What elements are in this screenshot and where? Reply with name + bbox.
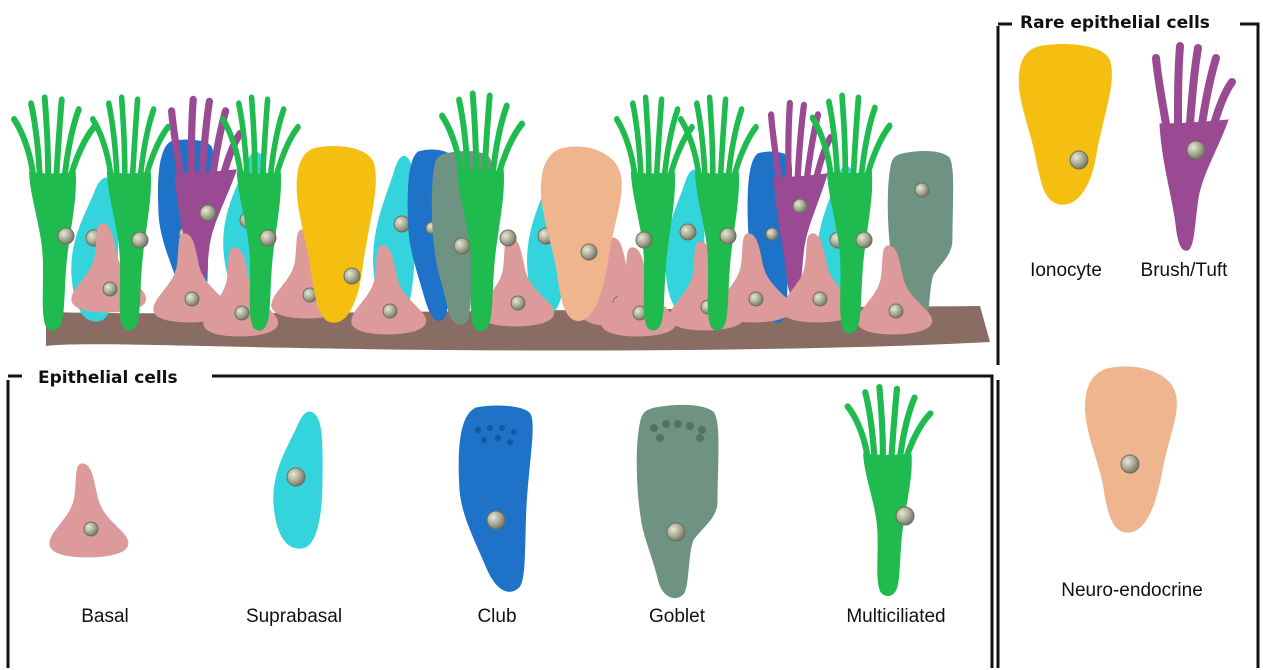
legend-goblet: Goblet (637, 405, 718, 627)
basal-cell-illustration (50, 464, 128, 557)
legend-club: Club (459, 406, 532, 627)
epithelium-goblet-cell-nucleus (915, 183, 929, 197)
epithelium-basal-cell-nucleus (749, 292, 763, 306)
goblet-granule (662, 420, 670, 428)
epithelium-basal-cell-nucleus (511, 296, 525, 310)
club-granule (481, 437, 487, 443)
epithelium-multiciliated-cell-nucleus (636, 232, 652, 248)
goblet-granule (696, 434, 704, 442)
club-granule (507, 439, 513, 445)
legend-ionocyte: Ionocyte (1019, 45, 1111, 281)
legend-basal: Basal (50, 464, 129, 627)
epithelium-multiciliated-cell-nucleus (132, 232, 148, 248)
club-granule (495, 435, 501, 441)
club-granule (499, 425, 505, 431)
goblet-granule (698, 426, 706, 434)
legend-multiciliated: Multiciliated (846, 387, 945, 627)
ionocyte-label: Ionocyte (1030, 260, 1102, 281)
epithelium-basal-cell-nucleus (185, 292, 199, 306)
epithelium-illustration (14, 94, 990, 350)
club-label: Club (477, 606, 516, 627)
club-granule (475, 427, 481, 433)
goblet-cell-illustration (637, 405, 718, 597)
goblet-label: Goblet (649, 606, 706, 627)
epithelium-basal-cell-nucleus (813, 292, 827, 306)
goblet-granule (656, 434, 664, 442)
epithelium-tuft-cell-nucleus (793, 199, 807, 213)
multiciliated-cell-illustration (848, 387, 931, 596)
neuroendocrine-nucleus (1121, 455, 1139, 473)
legend-suprabasal: Suprabasal (246, 412, 342, 627)
basal-nucleus (84, 522, 98, 536)
epithelium-suprabasal-cell-nucleus (680, 224, 696, 240)
club-granule (511, 429, 517, 435)
club-granule (487, 425, 493, 431)
epithelium-multiciliated-cell-nucleus (720, 228, 736, 244)
club-nucleus (487, 511, 505, 529)
neuroendocrine-cell-illustration (1085, 367, 1176, 532)
epithelium-basal-cell-nucleus (889, 304, 903, 318)
epithelium-multiciliated-cell-nucleus (856, 232, 872, 248)
goblet-granule (686, 422, 694, 430)
epithelium-club-cell-nucleus (766, 228, 778, 240)
legend-brush-tuft: Brush/Tuft (1141, 46, 1232, 281)
neuroendocrine-label: Neuro-endocrine (1061, 580, 1203, 601)
ionocyte-nucleus (1070, 151, 1088, 169)
suprabasal-label: Suprabasal (246, 606, 342, 627)
epithelium-tuft-cell-nucleus (200, 205, 216, 221)
multiciliated-label: Multiciliated (846, 606, 945, 627)
epithelium-basal-cell-nucleus (103, 282, 117, 296)
brush-tuft-nucleus (1187, 141, 1205, 159)
basal-label: Basal (81, 606, 129, 627)
goblet-nucleus (667, 523, 685, 541)
suprabasal-nucleus (287, 468, 305, 486)
legend-neuroendocrine: Neuro-endocrine (1061, 367, 1203, 601)
epithelium-ionocyte-cell-nucleus (344, 268, 360, 284)
epithelial-panel-title: Epithelial cells (38, 368, 178, 388)
club-cell-illustration (459, 406, 532, 591)
multiciliated-nucleus (896, 507, 914, 525)
ionocyte-cell-illustration (1019, 45, 1111, 205)
rare-panel-title: Rare epithelial cells (1020, 13, 1210, 33)
goblet-granule (650, 424, 658, 432)
epithelium-multiciliated-cell-nucleus (500, 230, 516, 246)
epithelium-multiciliated-cell-nucleus (58, 228, 74, 244)
epithelium-suprabasal-cell-nucleus (394, 216, 410, 232)
goblet-granule (674, 420, 682, 428)
epithelium-goblet-cell-nucleus (454, 238, 470, 254)
epithelium-neuroendocrine-cell-nucleus (581, 244, 597, 260)
epithelium-basal-cell-nucleus (383, 304, 397, 318)
brush-tuft-label: Brush/Tuft (1141, 260, 1229, 281)
epithelium-multiciliated-cell-nucleus (260, 230, 276, 246)
epithelium-basal-cell-nucleus (235, 306, 249, 320)
